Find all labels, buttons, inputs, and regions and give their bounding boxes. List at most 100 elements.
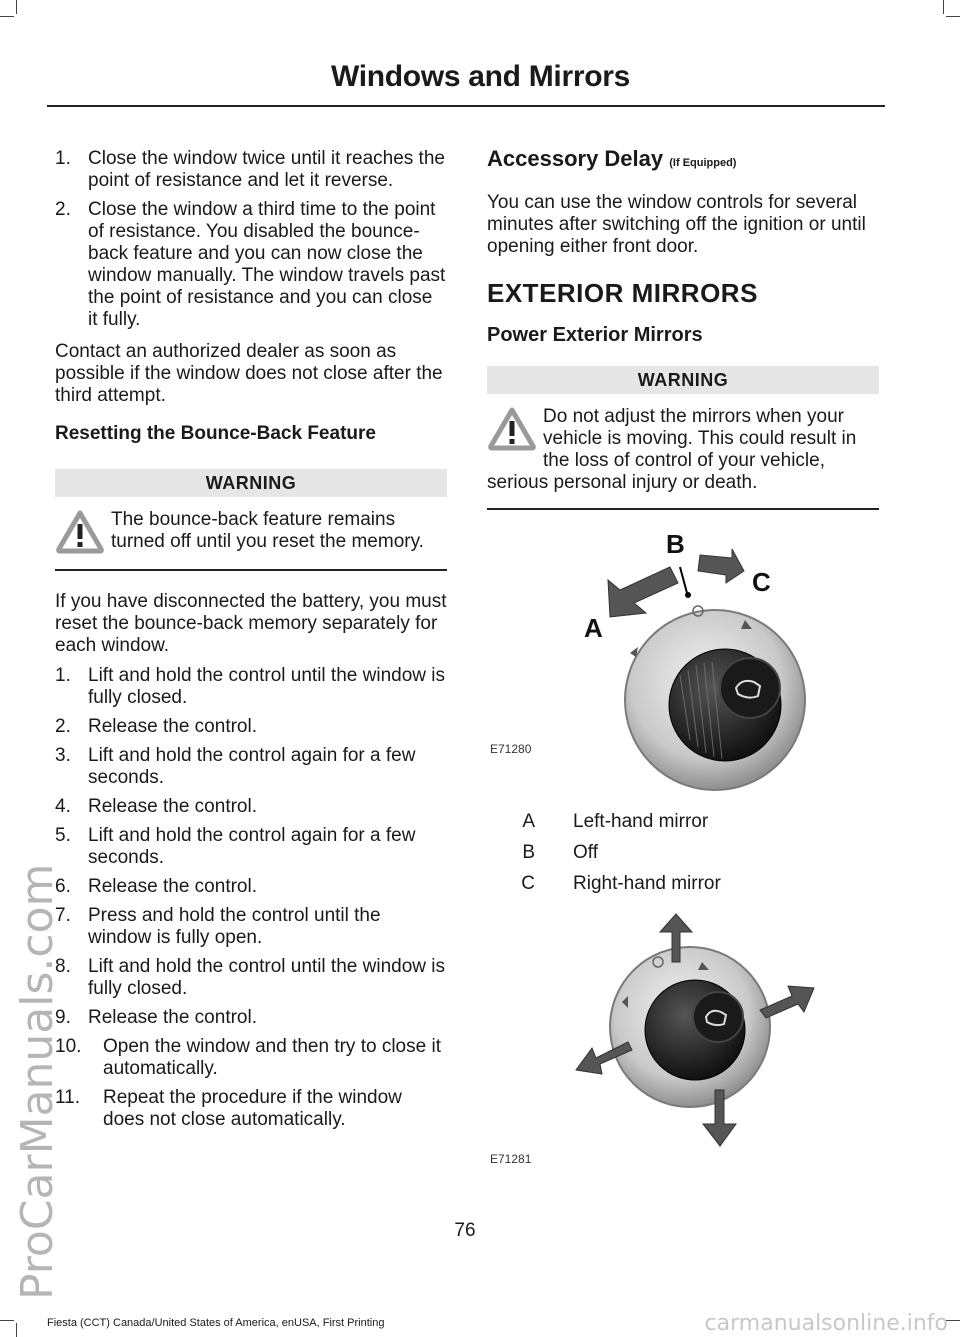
step-text: Release the control. xyxy=(88,876,257,897)
accessory-delay-title: Accessory Delay xyxy=(487,146,664,171)
step-number: 8. xyxy=(55,956,71,977)
list-item: 2. Release the control. xyxy=(55,716,447,738)
crop-mark xyxy=(943,0,944,14)
right-column: Accessory Delay (If Equipped) You can us… xyxy=(487,148,879,510)
contact-paragraph: Contact an authorized dealer as soon as … xyxy=(55,341,443,406)
left-marker-triangle xyxy=(622,996,628,1008)
mirror-switch-figure: B C A xyxy=(584,529,806,791)
warning-box: WARNING The bounce-back feature remains … xyxy=(55,469,447,571)
warning-triangle-icon xyxy=(56,510,104,554)
step-text: Close the window a third time to the poi… xyxy=(88,199,446,330)
header-rule xyxy=(47,105,885,107)
step-text: Release the control. xyxy=(88,796,257,817)
step-number: 2. xyxy=(55,716,71,737)
knob-cap xyxy=(692,991,744,1043)
legend-key: B xyxy=(522,841,535,863)
list-item: 4. Release the control. xyxy=(55,796,447,818)
legend-value: Left-hand mirror xyxy=(573,810,709,832)
step-text: Lift and hold the control again for a fe… xyxy=(88,825,416,868)
steps-list-disable: 1. Close the window twice until it reache… xyxy=(55,148,447,331)
crop-mark xyxy=(0,1320,14,1321)
page-number: 76 xyxy=(454,1220,476,1241)
knob-knurling xyxy=(679,661,723,760)
legend-row: B Off xyxy=(487,837,877,868)
figure-code: E71281 xyxy=(490,1152,532,1166)
step-text: Repeat the procedure if the window does … xyxy=(103,1087,402,1130)
warning-triangle-icon xyxy=(488,407,536,451)
step-text: Lift and hold the control again for a fe… xyxy=(88,745,416,788)
accessory-delay-heading: Accessory Delay (If Equipped) xyxy=(487,148,879,174)
legend-value: Right-hand mirror xyxy=(573,872,721,894)
off-pointer-dot xyxy=(685,592,691,598)
arrow-right xyxy=(697,548,745,584)
steps-list-final: 10. Open the window and then try to close… xyxy=(55,1036,447,1131)
step-number: 11. xyxy=(55,1087,81,1108)
right-marker-triangle xyxy=(741,620,752,629)
label-a: A xyxy=(584,613,603,643)
warning-heading: WARNING xyxy=(487,366,879,394)
list-item: 10. Open the window and then try to close… xyxy=(55,1036,447,1080)
reset-heading: Resetting the Bounce-Back Feature xyxy=(55,423,376,444)
warning-text: Do not adjust the mirrors when your vehi… xyxy=(487,406,857,493)
legend-key: A xyxy=(522,810,535,832)
crop-mark xyxy=(946,1320,960,1321)
arrow-down xyxy=(701,1089,737,1147)
battery-paragraph: If you have disconnected the battery, yo… xyxy=(55,591,447,656)
crop-mark xyxy=(946,16,960,17)
list-item: 9. Release the control. xyxy=(55,1007,447,1029)
mirror-adjust-figure xyxy=(575,913,815,1147)
off-pointer-line xyxy=(679,566,688,594)
brand-watermark: carmanualsonline.info xyxy=(704,1311,948,1336)
if-equipped-tag: (If Equipped) xyxy=(669,157,737,169)
figure-code: E71280 xyxy=(490,742,532,756)
knob-cap xyxy=(719,657,781,719)
list-item: 6. Release the control. xyxy=(55,876,447,898)
arrow-right xyxy=(759,985,815,1019)
list-item: 1. Lift and hold the control until the wi… xyxy=(55,665,447,709)
step-text: Lift and hold the control until the wind… xyxy=(88,956,445,999)
arrow-left xyxy=(575,1041,633,1075)
step-number: 7. xyxy=(55,905,71,926)
step-text: Lift and hold the control until the wind… xyxy=(88,665,445,708)
warning-heading: WARNING xyxy=(55,469,447,497)
step-text: Press and hold the control until the win… xyxy=(88,905,381,948)
step-text: Open the window and then try to close it… xyxy=(103,1036,441,1079)
step-number: 1. xyxy=(55,665,71,686)
off-marker-circle xyxy=(652,956,664,968)
mirror-icon xyxy=(704,1009,728,1027)
footer-text: Fiesta (CCT) Canada/United States of Ame… xyxy=(47,1317,385,1329)
crop-mark xyxy=(0,16,14,17)
step-number: 3. xyxy=(55,745,71,766)
left-marker-triangle xyxy=(630,647,638,657)
right-marker-triangle xyxy=(698,962,709,970)
list-item: 8. Lift and hold the control until the wi… xyxy=(55,956,447,1000)
step-number: 9. xyxy=(55,1007,71,1028)
power-mirrors-heading: Power Exterior Mirrors xyxy=(487,324,703,346)
legend-value: Off xyxy=(573,841,598,863)
step-number: 10. xyxy=(55,1036,82,1057)
steps-list-reset: 1. Lift and hold the control until the wi… xyxy=(55,665,447,1029)
step-text: Release the control. xyxy=(88,716,257,737)
label-b: B xyxy=(666,529,685,559)
section-heading: EXTERIOR MIRRORS xyxy=(487,278,758,308)
accessory-paragraph: You can use the window controls for seve… xyxy=(487,192,866,257)
step-number: 6. xyxy=(55,876,71,897)
step-number: 1. xyxy=(55,148,71,169)
arrow-left xyxy=(607,566,679,618)
crop-mark xyxy=(16,0,17,14)
list-item: 3. Lift and hold the control again for a … xyxy=(55,745,447,789)
label-c: C xyxy=(752,567,771,597)
list-item: 1. Close the window twice until it reache… xyxy=(55,148,447,192)
step-text: Release the control. xyxy=(88,1007,257,1028)
step-number: 4. xyxy=(55,796,71,817)
mirror-icon xyxy=(734,679,762,699)
page-header-title: Windows and Mirrors xyxy=(330,60,630,93)
warning-box: WARNING Do not adjust the mirrors when y… xyxy=(487,366,879,510)
off-marker-circle xyxy=(692,605,704,617)
list-item: 11. Repeat the procedure if the window do… xyxy=(55,1087,447,1131)
step-text: Close the window twice until it reaches … xyxy=(88,148,445,191)
list-item: 5.Lift and hold the control again for a … xyxy=(55,825,447,869)
legend-row: A Left-hand mirror xyxy=(487,806,877,837)
arrow-up xyxy=(658,913,694,963)
